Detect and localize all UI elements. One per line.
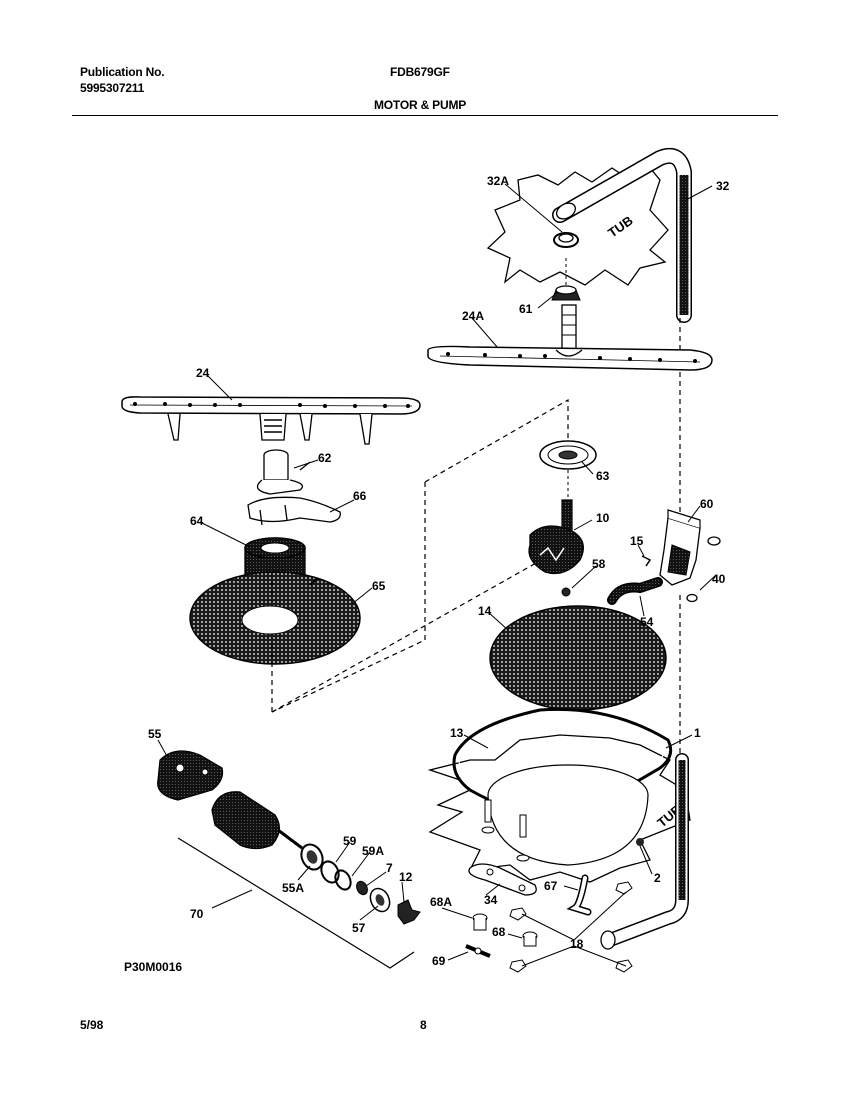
callout-24: 24 [196,366,210,380]
callout-59: 59 [343,834,357,848]
drain-valve-60 [659,509,701,586]
seal-55a [300,843,324,871]
callout-65: 65 [372,579,386,593]
collar-66 [247,496,341,526]
callout-67: 67 [544,879,558,893]
o-rings-59 [320,860,352,891]
callout-64: 64 [190,514,204,528]
guide-line-parallelogram [271,398,569,713]
callout-34: 34 [484,893,498,907]
callout-61: 61 [519,302,533,316]
lower-spray-arm-24 [121,396,421,445]
spray-arm-connector-62 [256,449,311,495]
bearing-32a [553,232,579,248]
ball-58 [561,587,571,597]
section-title: MOTOR & PUMP [374,98,467,112]
washer-7 [356,880,368,896]
callout-68a: 68A [430,895,452,909]
callout-57: 57 [352,921,366,935]
drawing-code: P30M0016 [124,960,183,974]
nut-61 [551,285,581,301]
callout-69: 69 [432,954,446,968]
callout-54: 54 [640,615,654,629]
callout-12: 12 [399,870,413,884]
callout-7: 7 [386,861,393,875]
impeller-57 [369,887,391,913]
leader-lines [157,183,717,967]
pump-assembly-10 [528,499,584,575]
model-number: FDB679GF [390,65,450,79]
publication-number: 5995307211 [80,81,145,95]
callout-32a: 32A [487,174,509,188]
filter-housing-64 [244,537,306,576]
callout-14: 14 [478,604,492,618]
callout-59a: 59A [362,844,384,858]
gasket-40 [686,536,721,603]
bracket-34 [468,863,537,896]
sump-1 [487,764,649,866]
page-number: 8 [420,1018,427,1032]
callout-40: 40 [712,572,726,586]
callout-58: 58 [592,557,606,571]
callout-66: 66 [353,489,367,503]
fastener-68a [472,913,488,931]
callout-63: 63 [596,469,610,483]
upper-tub-fragment: TUB [486,167,669,286]
callout-32: 32 [716,179,730,193]
filter-screen-65 [189,571,361,665]
fastener-68 [522,931,538,947]
clamp-69 [465,944,491,958]
callout-labels: 1 2 7 10 12 13 14 15 18 24 24A 32 32A 34… [148,174,730,968]
chopper-12 [397,899,421,925]
callout-60: 60 [700,497,714,511]
callout-55a: 55A [282,881,304,895]
upper-spray-arm-24a [427,304,713,371]
callout-70: 70 [190,907,204,921]
guide-line-left [271,482,426,713]
screws-and-washers [481,799,644,862]
motor-70 [211,791,303,850]
callout-18: 18 [570,937,584,951]
clip-15 [641,555,652,567]
motor-mount-55 [157,750,224,801]
callout-1: 1 [694,726,701,740]
callout-2: 2 [654,871,661,885]
callout-15: 15 [630,534,644,548]
supply-tube-lower [600,753,689,950]
publication-date: 5/98 [80,1018,104,1032]
hose-67 [566,874,592,916]
callout-68: 68 [492,925,506,939]
callout-13: 13 [450,726,464,740]
callout-24a: 24A [462,309,484,323]
motor-bracket-line [177,837,415,969]
header-rule [72,115,778,116]
supply-tube-32 [552,147,692,323]
publication-label: Publication No. [80,65,165,79]
impeller-cover-63 [539,440,597,470]
callout-62: 62 [318,451,332,465]
drain-hose-54 [607,577,663,605]
gasket-13 [452,707,673,824]
callout-10: 10 [596,511,610,525]
nuts-18 [509,881,633,973]
callout-55: 55 [148,727,162,741]
